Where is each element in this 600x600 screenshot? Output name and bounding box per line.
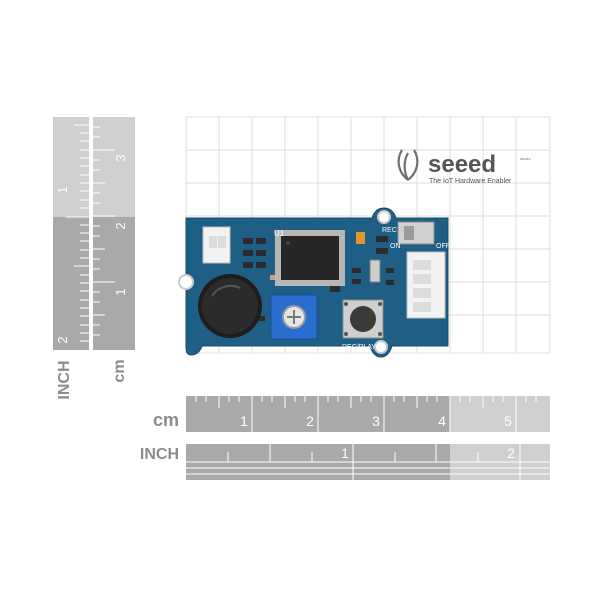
vertical-cm-ruler: 3 2 1 [93, 117, 135, 350]
horizontal-cm-ruler: 1 2 3 4 5 [186, 396, 550, 432]
horizontal-inch-unit-label: INCH [140, 446, 179, 463]
grove-connector-right [406, 251, 446, 319]
seeed-superscript: studio [520, 156, 531, 161]
seeed-leaf-icon [397, 149, 419, 181]
horizontal-cm-tick-2: 2 [306, 413, 314, 429]
potentiometer[interactable] [270, 294, 318, 340]
main-ic-chip [275, 230, 345, 286]
vertical-inch-tick-1: 1 [55, 186, 70, 193]
horizontal-inch-ruler: 1 2 [186, 444, 550, 480]
vertical-inch-unit-label: INCH [56, 360, 73, 399]
rec-slide-switch[interactable] [397, 221, 435, 245]
horizontal-inch-tick-1: 1 [341, 445, 349, 461]
horizontal-cm-tick-3: 3 [372, 413, 380, 429]
smd-components [243, 232, 394, 321]
seeed-logo: seeed The IoT Hardware Enabler studio [397, 149, 531, 185]
vertical-inch-tick-2: 2 [55, 336, 70, 343]
vertical-cm-tick-3: 3 [113, 154, 128, 161]
rec-play-button[interactable] [342, 299, 384, 339]
mounting-hole [377, 210, 391, 224]
mounting-hole [178, 274, 194, 290]
horizontal-cm-unit-label: cm [153, 410, 179, 430]
vertical-cm-tick-1: 1 [113, 288, 128, 295]
grove-connector-left [202, 226, 231, 264]
grove-recorder-board: U1 REC ON OFF [178, 207, 450, 358]
silkscreen-u1: U1 [274, 229, 285, 238]
horizontal-cm-tick-5: 5 [504, 413, 512, 429]
silkscreen-rec: REC [382, 227, 397, 234]
horizontal-cm-tick-4: 4 [438, 413, 446, 429]
horizontal-cm-tick-1: 1 [240, 413, 248, 429]
vertical-cm-tick-2: 2 [113, 222, 128, 229]
vertical-inch-ruler: 1 2 [53, 117, 89, 350]
mounting-hole [374, 340, 388, 354]
silkscreen-rec-play: REC/PLAY [342, 344, 376, 351]
seeed-tagline: The IoT Hardware Enabler [429, 178, 512, 185]
silkscreen-off: OFF [436, 243, 450, 250]
horizontal-inch-tick-2: 2 [507, 445, 515, 461]
silkscreen-on: ON [390, 243, 401, 250]
vertical-cm-unit-label: cm [111, 359, 128, 382]
microphone [198, 274, 262, 338]
seeed-wordmark: seeed [428, 151, 496, 178]
